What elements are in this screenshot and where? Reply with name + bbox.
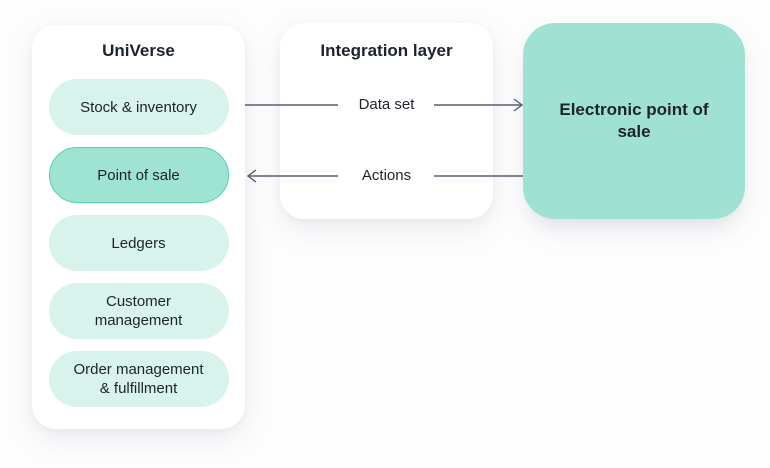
integration-layer-title: Integration layer xyxy=(320,41,453,60)
module-label: Stock & inventory xyxy=(80,98,197,116)
module-ledgers: Ledgers xyxy=(48,215,229,271)
module-stock-inventory: Stock & inventory xyxy=(48,79,229,135)
module-label: Customer management xyxy=(94,293,183,329)
module-order-management-fulfillment: Order management & fulfillment xyxy=(48,351,229,407)
arrowhead-right-icon xyxy=(513,98,524,112)
electronic-pos-node: Electronic point of sale xyxy=(523,23,745,219)
integration-layer-panel: Integration layer xyxy=(280,23,493,219)
module-customer-management: Customer management xyxy=(48,283,229,339)
electronic-pos-title: Electronic point of sale xyxy=(559,100,709,141)
module-label: Ledgers xyxy=(111,234,166,252)
arrowhead-left-icon xyxy=(246,169,257,183)
module-point-of-sale: Point of sale xyxy=(48,147,229,203)
module-label: Order management & fulfillment xyxy=(73,361,204,397)
flow-label-data-set: Data set xyxy=(358,96,415,113)
universe-panel: UniVerse Stock & inventory Point of sale… xyxy=(32,25,245,429)
universe-title: UniVerse xyxy=(102,41,175,60)
flow-label-actions: Actions xyxy=(361,167,412,184)
module-label: Point of sale xyxy=(97,166,180,184)
